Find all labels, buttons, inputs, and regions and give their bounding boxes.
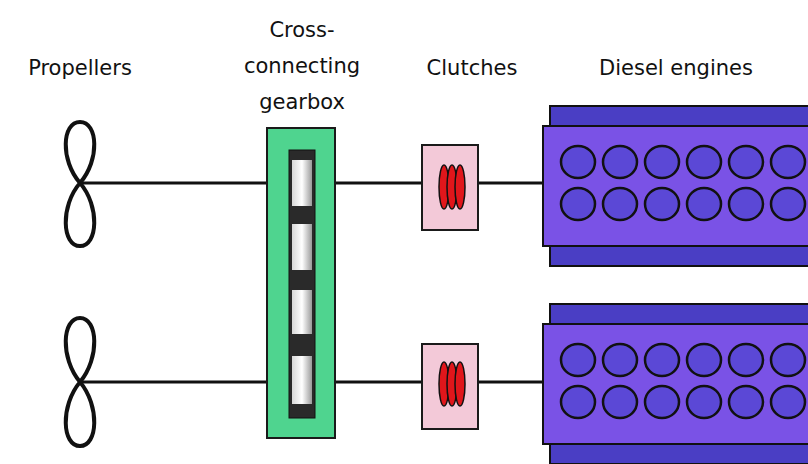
engine-part bbox=[550, 106, 808, 128]
propeller-symbol bbox=[66, 318, 95, 446]
engine-part bbox=[729, 344, 763, 376]
engine-part bbox=[645, 344, 679, 376]
clutch-symbol bbox=[422, 344, 478, 429]
engine-part bbox=[771, 386, 805, 418]
engine-part bbox=[645, 188, 679, 220]
gearbox-symbol bbox=[267, 128, 335, 438]
engine-symbol bbox=[543, 304, 808, 464]
engine-part bbox=[550, 304, 808, 326]
engine-part bbox=[645, 146, 679, 178]
engine-part bbox=[729, 146, 763, 178]
propeller-symbol bbox=[66, 122, 95, 246]
part-label: Clutches bbox=[427, 50, 518, 86]
engine-part bbox=[687, 386, 721, 418]
clutch-symbol bbox=[422, 145, 478, 230]
engine-part bbox=[687, 344, 721, 376]
part-label: Diesel engines bbox=[599, 50, 753, 86]
engine-part bbox=[561, 146, 595, 178]
engine-part bbox=[603, 188, 637, 220]
engine-part bbox=[550, 442, 808, 464]
engine-part bbox=[561, 344, 595, 376]
engine-part bbox=[645, 386, 679, 418]
part-label: Propellers bbox=[28, 50, 132, 86]
engine-part bbox=[543, 324, 808, 444]
engine-part bbox=[771, 344, 805, 376]
engine-part bbox=[729, 386, 763, 418]
engine-part bbox=[771, 146, 805, 178]
engine-part bbox=[603, 146, 637, 178]
engine-part bbox=[687, 188, 721, 220]
engine-part bbox=[603, 344, 637, 376]
engine-part bbox=[687, 146, 721, 178]
engine-part bbox=[729, 188, 763, 220]
engine-part bbox=[603, 386, 637, 418]
engine-part bbox=[550, 244, 808, 266]
engine-part bbox=[543, 126, 808, 246]
engine-symbol bbox=[543, 106, 808, 266]
engine-part bbox=[771, 188, 805, 220]
engine-part bbox=[561, 188, 595, 220]
engine-part bbox=[561, 386, 595, 418]
part-label: Cross- connecting gearbox bbox=[238, 12, 366, 120]
